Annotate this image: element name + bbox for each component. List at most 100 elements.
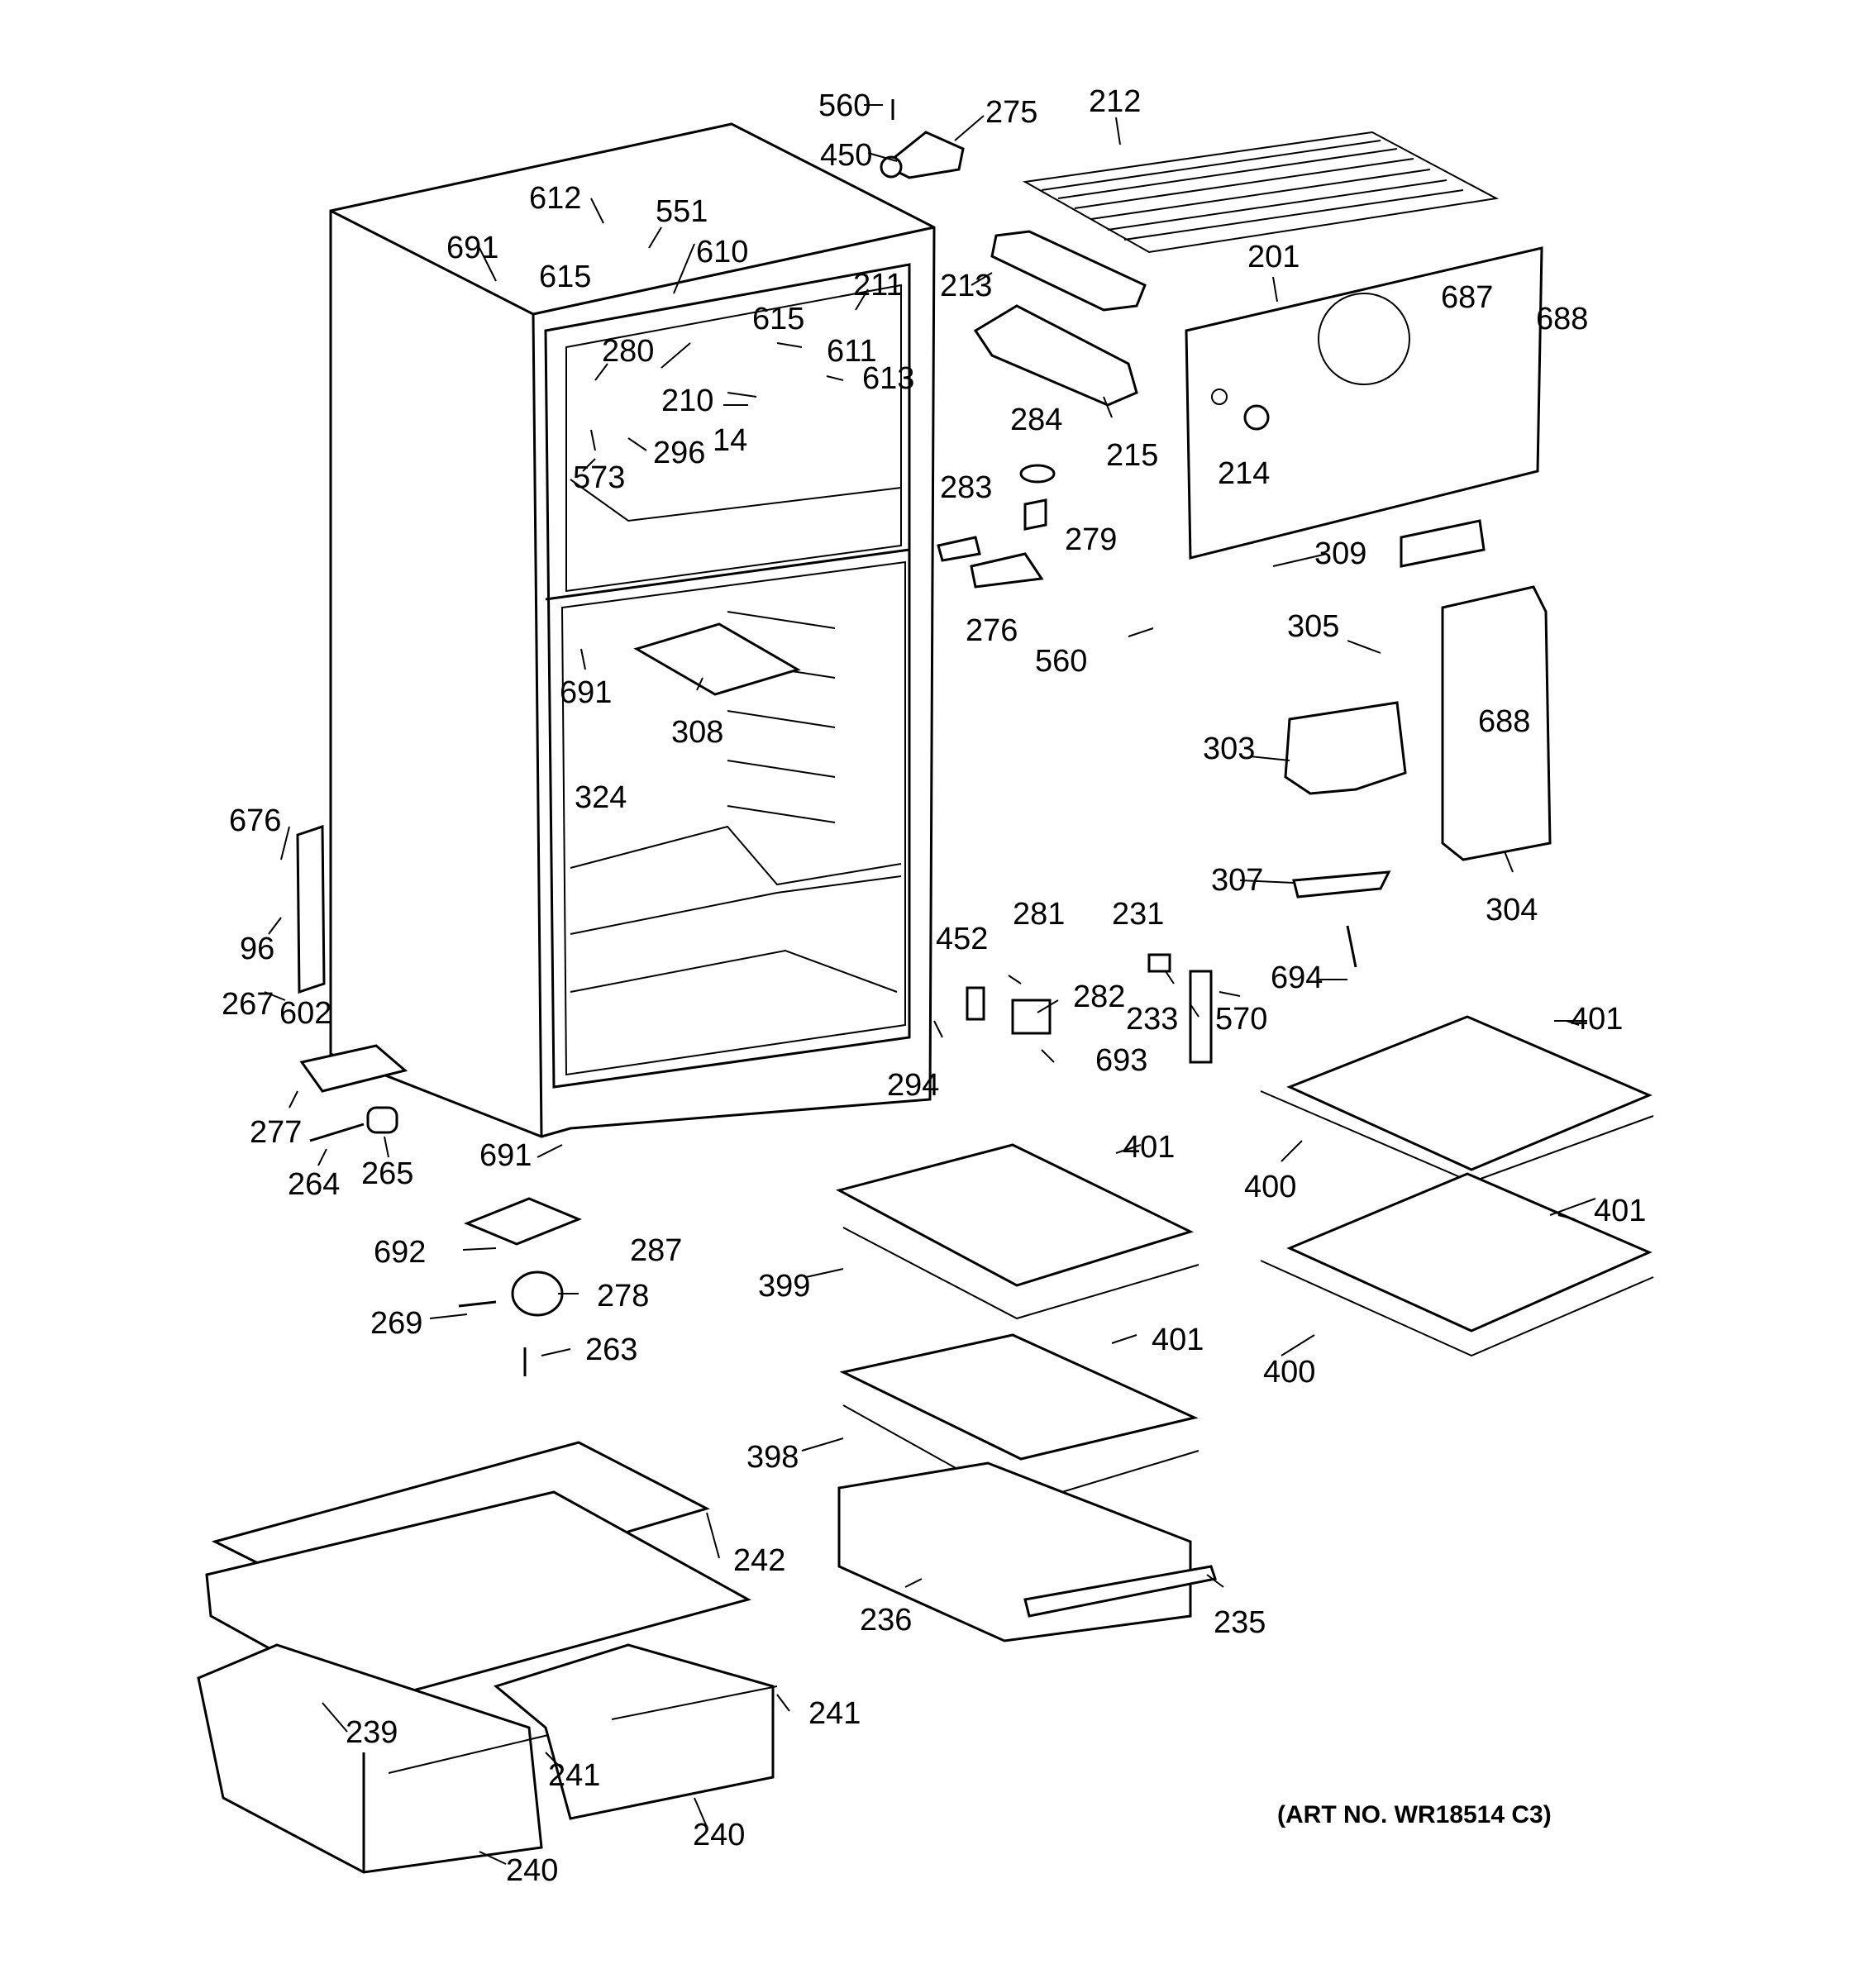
callout-284: 284: [1010, 403, 1062, 437]
rear-hinge-plate: [458, 1197, 582, 1376]
callout-14: 14: [713, 423, 747, 458]
callout-283: 283: [940, 470, 992, 505]
callout-304: 304: [1486, 893, 1538, 927]
callout-305: 305: [1287, 609, 1339, 644]
callout-240a: 240: [693, 1818, 745, 1852]
callout-308: 308: [671, 715, 723, 750]
callout-401c: 401: [1594, 1194, 1646, 1228]
callout-307: 307: [1211, 863, 1263, 898]
crisper-drawer-right: [493, 1643, 778, 1820]
callout-687: 687: [1441, 280, 1493, 315]
callout-615b: 615: [752, 302, 804, 336]
callout-210: 210: [661, 384, 713, 418]
callout-570: 570: [1215, 1002, 1267, 1037]
evaporator-cover-panel: [1185, 246, 1543, 560]
callout-691c: 691: [479, 1138, 532, 1173]
callout-241b: 241: [548, 1758, 600, 1793]
callout-265: 265: [361, 1156, 413, 1191]
crisper-cover: [205, 1441, 751, 1704]
callout-560b: 560: [1035, 644, 1087, 679]
callout-399: 399: [758, 1269, 810, 1304]
callout-282: 282: [1073, 980, 1125, 1014]
callout-215: 215: [1106, 438, 1158, 473]
callout-612: 612: [529, 181, 581, 216]
callout-691b: 691: [560, 675, 612, 710]
callout-398: 398: [746, 1440, 799, 1475]
callout-401a: 401: [1571, 1002, 1623, 1037]
callout-279: 279: [1065, 522, 1117, 557]
callout-296: 296: [653, 436, 705, 470]
refrigerator-cabinet: [329, 122, 936, 1138]
crisper-drawer-left: [197, 1643, 563, 1874]
callout-573: 573: [573, 460, 625, 495]
callout-324: 324: [575, 780, 627, 815]
air-duct-assembly: [1284, 519, 1552, 899]
callout-236: 236: [860, 1603, 912, 1638]
callout-241a: 241: [808, 1696, 861, 1731]
callout-676: 676: [229, 803, 281, 838]
callout-235: 235: [1214, 1605, 1266, 1640]
callout-201: 201: [1247, 240, 1300, 274]
ice-tray: [990, 230, 1147, 312]
leader-lines: [264, 104, 1596, 1865]
callout-693: 693: [1095, 1043, 1147, 1078]
center-hinge: [937, 464, 1056, 589]
callout-452: 452: [936, 922, 988, 956]
callout-280: 280: [602, 334, 654, 369]
callout-309: 309: [1314, 536, 1366, 571]
callout-267: 267: [222, 987, 274, 1022]
callout-239: 239: [346, 1715, 398, 1750]
callout-211: 211: [853, 268, 904, 303]
callout-96: 96: [240, 932, 274, 966]
callout-694: 694: [1271, 961, 1323, 995]
callout-213: 213: [940, 269, 992, 303]
callout-400a: 400: [1244, 1170, 1296, 1204]
callout-233: 233: [1126, 1002, 1178, 1037]
front-roller-bracket: [299, 1044, 408, 1142]
callout-275: 275: [985, 95, 1037, 130]
rear-bracket: [296, 824, 326, 994]
callout-551: 551: [656, 194, 708, 229]
callout-610: 610: [696, 235, 748, 269]
callout-231: 231: [1112, 897, 1164, 932]
pan-drawer: [837, 1461, 1217, 1642]
glass-shelf-lower-right: [1260, 1172, 1654, 1357]
callout-212: 212: [1089, 84, 1141, 119]
callout-303: 303: [1203, 732, 1255, 766]
callout-688a: 688: [1536, 302, 1588, 336]
callout-401d: 401: [1152, 1323, 1204, 1357]
callout-560a: 560: [818, 88, 870, 123]
callout-276: 276: [966, 613, 1018, 648]
glass-shelf-upper-left: [835, 1143, 1199, 1320]
callout-242: 242: [733, 1543, 785, 1578]
callout-labels: 560 275 450 212 612 551 691 610 615 211 …: [222, 84, 1646, 1888]
callout-263: 263: [585, 1332, 637, 1367]
callout-281: 281: [1013, 897, 1065, 932]
callout-278: 278: [597, 1279, 649, 1313]
glass-shelf-upper-right: [1260, 1015, 1654, 1184]
ice-bucket: [973, 304, 1138, 407]
callout-611: 611: [827, 334, 877, 369]
callout-294: 294: [887, 1068, 939, 1103]
callout-401b: 401: [1123, 1130, 1175, 1165]
top-hinge: [880, 99, 965, 179]
callout-615a: 615: [539, 260, 591, 294]
callout-688b: 688: [1478, 704, 1530, 739]
callout-269: 269: [370, 1306, 422, 1341]
callout-692: 692: [374, 1235, 426, 1270]
callout-691a: 691: [446, 231, 498, 265]
callout-613: 613: [862, 361, 914, 396]
callout-240b: 240: [506, 1853, 558, 1888]
art-number: (ART NO. WR18514 C3): [1277, 1801, 1552, 1828]
callout-277: 277: [250, 1115, 302, 1150]
callout-264: 264: [288, 1167, 340, 1202]
callout-214: 214: [1218, 456, 1270, 491]
callout-400b: 400: [1263, 1355, 1315, 1390]
shelf-support-hardware: [966, 925, 1357, 1064]
freezer-wire-shelf: [1022, 131, 1500, 254]
callout-602: 602: [279, 996, 331, 1031]
callout-450: 450: [820, 138, 872, 173]
callout-287: 287: [630, 1233, 682, 1268]
